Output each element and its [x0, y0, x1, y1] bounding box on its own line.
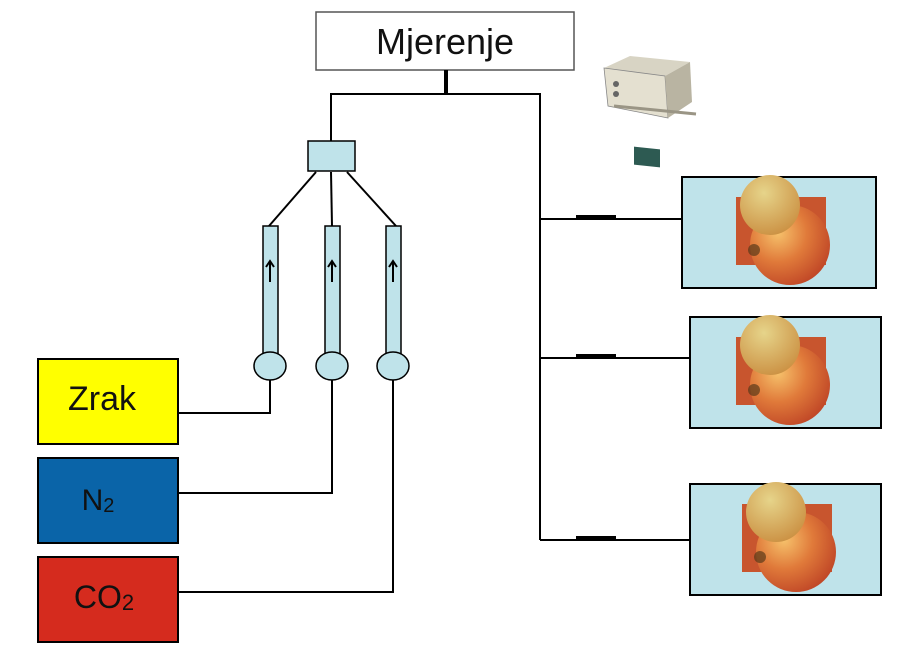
gas-label-n: N [82, 484, 104, 517]
gas-analyzer-device-icon [603, 56, 697, 168]
svg-text:CO2: CO2 [74, 579, 134, 615]
apple-photo-icon [736, 175, 830, 285]
svg-text:N2: N2 [82, 484, 115, 517]
apple-photo-icon [742, 482, 836, 592]
valve-marker [576, 354, 616, 359]
measurement-title-box: Mjerenje [315, 11, 575, 71]
storage-chamber [689, 482, 882, 596]
storage-chamber [681, 175, 877, 289]
storage-chamber [689, 315, 882, 429]
tubing-lines [178, 70, 690, 593]
gas-label-co: CO [74, 579, 122, 615]
valve-markers [576, 215, 616, 541]
gas-label-n-subscript: 2 [103, 495, 114, 517]
gas-source-zrak: Zrak [37, 358, 179, 445]
apple-photo-icon [736, 315, 830, 425]
svg-text:Zrak: Zrak [68, 380, 137, 418]
flowmeter [315, 225, 349, 381]
measurement-title: Mjerenje [376, 21, 514, 62]
flowmeter [376, 225, 410, 381]
valve-marker [576, 536, 616, 541]
gas-label-zrak: Zrak [68, 380, 137, 418]
flowmeter [253, 225, 287, 381]
valve-marker [576, 215, 616, 220]
gas-source-co2: CO2 [37, 556, 179, 643]
mixing-manifold [307, 140, 356, 172]
gas-label-co-subscript: 2 [122, 590, 134, 615]
gas-source-n2: N2 [37, 457, 179, 544]
